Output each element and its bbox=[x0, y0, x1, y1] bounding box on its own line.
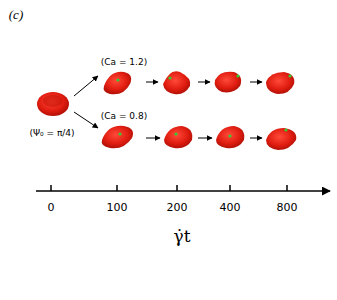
condition-label: (Ca = 0.8) bbox=[101, 112, 147, 121]
tick-label: 0 bbox=[48, 202, 55, 213]
time-axis bbox=[36, 185, 330, 191]
angle-label: (Ψ₀ = π/4) bbox=[29, 129, 74, 138]
bottom-row-cells bbox=[102, 126, 297, 150]
axis-title: γ̇t bbox=[174, 228, 191, 245]
tick-label: 100 bbox=[107, 202, 128, 213]
initial-cell bbox=[37, 92, 69, 116]
top-row-cells bbox=[104, 71, 295, 94]
tick-label: 400 bbox=[220, 202, 241, 213]
tick-label: 800 bbox=[277, 202, 298, 213]
condition-label: (Ca = 1.2) bbox=[101, 58, 147, 67]
tick-label: 200 bbox=[167, 202, 188, 213]
panel-letter: (c) bbox=[9, 8, 23, 21]
